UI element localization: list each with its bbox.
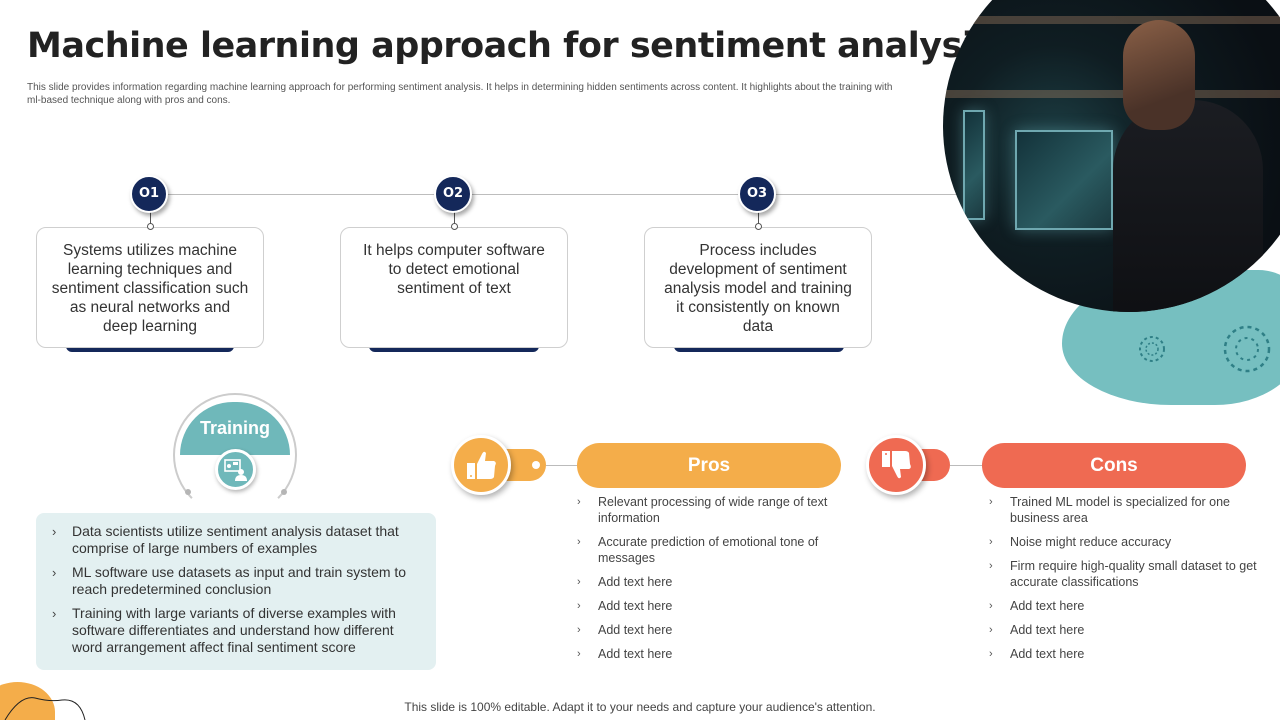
- list-item-text: ML software use datasets as input and tr…: [72, 564, 407, 597]
- step-number-badge: O2: [434, 175, 472, 213]
- list-item: › Add text here: [577, 646, 847, 662]
- step-card: It helps computer software to detect emo…: [340, 227, 568, 348]
- footer-note: This slide is 100% editable. Adapt it to…: [404, 700, 876, 714]
- arc-end-dot: [281, 489, 287, 495]
- list-item: › Add text here: [577, 622, 847, 638]
- step-connector-dot: [755, 223, 762, 230]
- list-item: › Data scientists utilize sentiment anal…: [52, 523, 420, 557]
- page-subtitle: This slide provides information regardin…: [27, 82, 893, 106]
- thumbs-down-icon: [866, 435, 926, 495]
- chevron-right-icon: ›: [52, 565, 57, 580]
- list-item: › Noise might reduce accuracy: [989, 534, 1259, 550]
- step-connector: [150, 210, 151, 230]
- step-card: Systems utilizes machine learning techni…: [36, 227, 264, 348]
- list-item: › Add text here: [577, 574, 847, 590]
- chevron-right-icon: ›: [52, 606, 57, 621]
- gear-icon: [1139, 336, 1165, 362]
- step-card: Process includes development of sentimen…: [644, 227, 872, 348]
- list-item: › Add text here: [989, 622, 1259, 638]
- chevron-right-icon: ›: [989, 600, 993, 612]
- cons-header: Cons: [982, 443, 1246, 488]
- list-item-text: Add text here: [1010, 647, 1085, 661]
- step-connector-dot: [451, 223, 458, 230]
- list-item: › Relevant processing of wide range of te…: [577, 494, 847, 526]
- list-item-text: Add text here: [598, 623, 673, 637]
- list-item-text: Add text here: [1010, 599, 1085, 613]
- chevron-right-icon: ›: [52, 524, 57, 539]
- chevron-right-icon: ›: [989, 496, 993, 508]
- training-details-box: › Data scientists utilize sentiment anal…: [36, 513, 436, 670]
- arc-end-dot: [185, 489, 191, 495]
- list-item: › Add text here: [989, 646, 1259, 662]
- step-connector-dot: [147, 223, 154, 230]
- pros-list: › Relevant processing of wide range of te…: [577, 494, 847, 670]
- connector-line: [546, 465, 578, 466]
- training-arc: [173, 393, 297, 517]
- chevron-right-icon: ›: [989, 560, 993, 572]
- list-item-text: Add text here: [598, 575, 673, 589]
- pros-header: Pros: [577, 443, 841, 488]
- chevron-right-icon: ›: [989, 648, 993, 660]
- step-number-badge: O1: [130, 175, 168, 213]
- thumbs-up-icon: [451, 435, 511, 495]
- connector-line: [950, 465, 983, 466]
- list-item: › Accurate prediction of emotional tone o…: [577, 534, 847, 566]
- chevron-right-icon: ›: [577, 648, 581, 660]
- step-number-badge: O3: [738, 175, 776, 213]
- list-item-text: Add text here: [1010, 623, 1085, 637]
- list-item-text: Training with large variants of diverse …: [72, 605, 396, 655]
- list-item-text: Add text here: [598, 599, 673, 613]
- chevron-right-icon: ›: [577, 576, 581, 588]
- list-item-text: Accurate prediction of emotional tone of…: [598, 535, 819, 565]
- chevron-right-icon: ›: [989, 624, 993, 636]
- chevron-right-icon: ›: [577, 496, 581, 508]
- step-connector: [758, 210, 759, 230]
- chevron-right-icon: ›: [989, 536, 993, 548]
- list-item: › Training with large variants of divers…: [52, 605, 420, 656]
- person-silhouette: [1113, 100, 1263, 312]
- list-item: › Add text here: [577, 598, 847, 614]
- list-item: › Add text here: [989, 598, 1259, 614]
- decorative-squiggle: [4, 697, 86, 720]
- list-item: › ML software use datasets as input and …: [52, 564, 420, 598]
- chevron-right-icon: ›: [577, 624, 581, 636]
- list-item-text: Firm require high-quality small dataset …: [1010, 559, 1257, 589]
- presentation-icon: [215, 449, 256, 490]
- list-item-text: Noise might reduce accuracy: [1010, 535, 1172, 549]
- step-connector: [454, 210, 455, 230]
- chevron-right-icon: ›: [577, 536, 581, 548]
- list-item-text: Data scientists utilize sentiment analys…: [72, 523, 399, 556]
- list-item: › Firm require high-quality small dataset…: [989, 558, 1259, 590]
- list-item: › Trained ML model is specialized for one…: [989, 494, 1259, 526]
- gear-icon: [1223, 325, 1271, 373]
- list-item-text: Trained ML model is specialized for one …: [1010, 495, 1231, 525]
- cons-list: › Trained ML model is specialized for one…: [989, 494, 1259, 670]
- page-title: Machine learning approach for sentiment …: [27, 26, 994, 66]
- list-item-text: Relevant processing of wide range of tex…: [598, 495, 828, 525]
- chevron-right-icon: ›: [577, 600, 581, 612]
- hero-photo: [943, 0, 1280, 312]
- timeline-line: [150, 194, 970, 195]
- list-item-text: Add text here: [598, 647, 673, 661]
